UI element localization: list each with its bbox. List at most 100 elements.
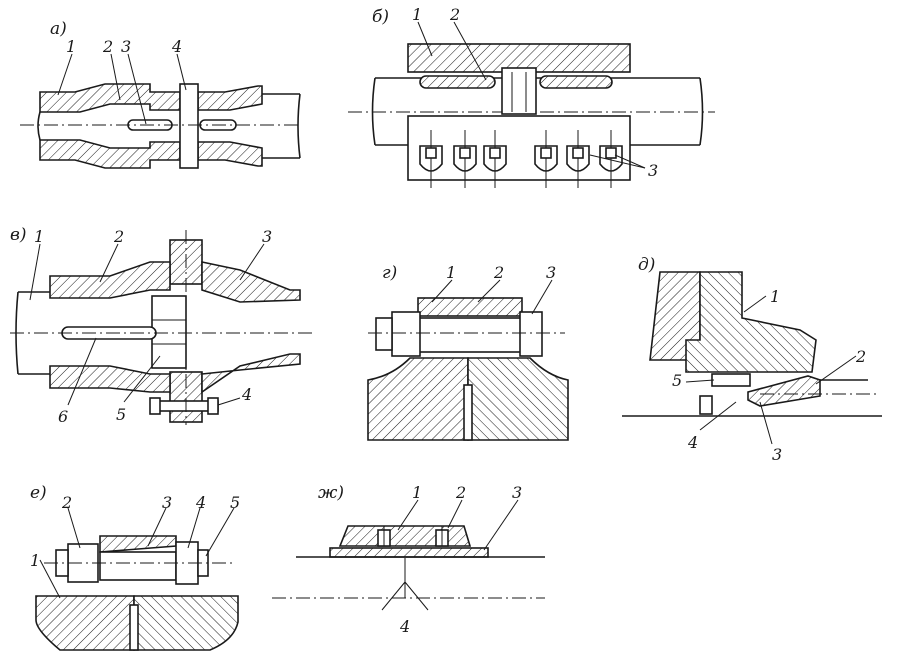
panel-e-label: е) (30, 483, 47, 503)
cone-wall-2-bottom (49, 365, 171, 393)
plate-1 (338, 525, 472, 547)
segment-2-right (539, 75, 613, 89)
leader-5 (205, 507, 235, 557)
part-label: 1 (446, 263, 456, 282)
lower-block (407, 115, 631, 181)
panel-a: а) 1 2 3 4 (20, 19, 301, 169)
leader-4 (699, 401, 737, 431)
leader-3 (147, 507, 167, 547)
bolt-body (417, 317, 523, 353)
coupling-lower-wall (39, 139, 181, 169)
panel-e: е) 1 2 3 4 5 (30, 483, 240, 651)
leader-2 (99, 243, 119, 283)
panel-d-label: д) (638, 255, 655, 275)
panel-g-label: г) (382, 263, 397, 283)
cone-wall-2-top (49, 261, 171, 299)
leader-1 (743, 295, 767, 313)
part-label: 3 (162, 493, 172, 512)
part-label: 4 (171, 37, 182, 56)
cone-wall-3-bottom (201, 353, 301, 394)
leader-3 (239, 243, 265, 281)
pipe-break-left (37, 111, 41, 141)
weld-seam (463, 384, 473, 441)
part-label: 2 (61, 493, 72, 512)
part-label: 2 (493, 263, 504, 282)
leader-5 (685, 379, 715, 383)
weld-seam (129, 604, 139, 651)
leader-3 (759, 401, 773, 445)
wedge-3 (747, 375, 821, 407)
bolt-row (419, 130, 623, 188)
strip-3 (329, 547, 489, 558)
part-label: 2 (855, 347, 866, 366)
bar-2 (417, 297, 523, 317)
part-label: 2 (102, 37, 113, 56)
leader-3 (531, 279, 553, 315)
base-left (367, 357, 469, 441)
leader-3 (589, 154, 646, 169)
panel-b: б) 1 2 3 (348, 5, 715, 188)
part-label: 4 (241, 385, 252, 404)
leader-1 (397, 499, 419, 531)
base-right (133, 595, 239, 651)
nut-left (391, 311, 421, 357)
pipe-right (262, 93, 301, 159)
part-label: 5 (116, 405, 126, 424)
leader-1 (57, 53, 73, 96)
part-label: 2 (113, 227, 124, 246)
part-label: 1 (34, 227, 44, 246)
part-label: 6 (58, 407, 68, 426)
leader-2 (67, 507, 81, 549)
leader-3 (127, 53, 147, 125)
leader-4 (176, 53, 187, 91)
panel-zh: ж) 1 2 3 4 (272, 483, 545, 636)
leader-2 (815, 355, 857, 385)
leader-5 (123, 355, 161, 403)
leader-1 (431, 279, 453, 303)
leader-4 (187, 507, 201, 549)
part-label: 4 (687, 433, 698, 452)
panel-g: г) 1 2 3 (367, 263, 569, 441)
leader-2 (453, 21, 487, 81)
part-label: 3 (772, 445, 782, 464)
base-left (35, 595, 135, 651)
panel-d: д) 1 2 3 4 5 (622, 255, 882, 464)
part-label: 4 (399, 617, 410, 636)
leader-4 (404, 581, 429, 611)
wedge-3 (99, 535, 177, 553)
leader-2 (477, 279, 501, 303)
panel-v-label: в) (10, 225, 27, 245)
segment-2-left (419, 75, 496, 89)
part-label: 4 (195, 493, 206, 512)
center-plug (501, 67, 537, 115)
part-label: 1 (412, 5, 422, 24)
nut-3 (519, 311, 543, 357)
shim-5 (711, 373, 751, 387)
leader-1 (39, 559, 61, 599)
body-1 (685, 271, 817, 373)
cone-wall-3-top (201, 261, 301, 303)
part-label: 1 (412, 483, 422, 502)
pin-4 (179, 83, 199, 169)
leader-1 (417, 21, 433, 57)
coupling-upper-wall-right (197, 85, 263, 111)
panel-zh-label: ж) (318, 483, 344, 503)
part-label: 2 (449, 5, 460, 24)
coupling-upper-wall (39, 83, 181, 113)
leader-1 (29, 243, 41, 301)
leader-3 (614, 154, 646, 169)
block-4 (699, 395, 713, 415)
panel-v: в) 1 2 3 4 5 6 (10, 225, 312, 426)
leader-4 (217, 397, 241, 406)
nut-5 (151, 295, 187, 369)
part-label: 3 (546, 263, 556, 282)
part-label: 3 (262, 227, 272, 246)
panel-a-label: а) (50, 19, 67, 39)
coupling-lower-wall-right (197, 141, 263, 167)
nut-end-left (375, 317, 393, 351)
panel-b-label: б) (372, 7, 389, 27)
part-label: 3 (648, 161, 658, 180)
part-label: 5 (672, 371, 682, 390)
part-label: 1 (30, 551, 40, 570)
